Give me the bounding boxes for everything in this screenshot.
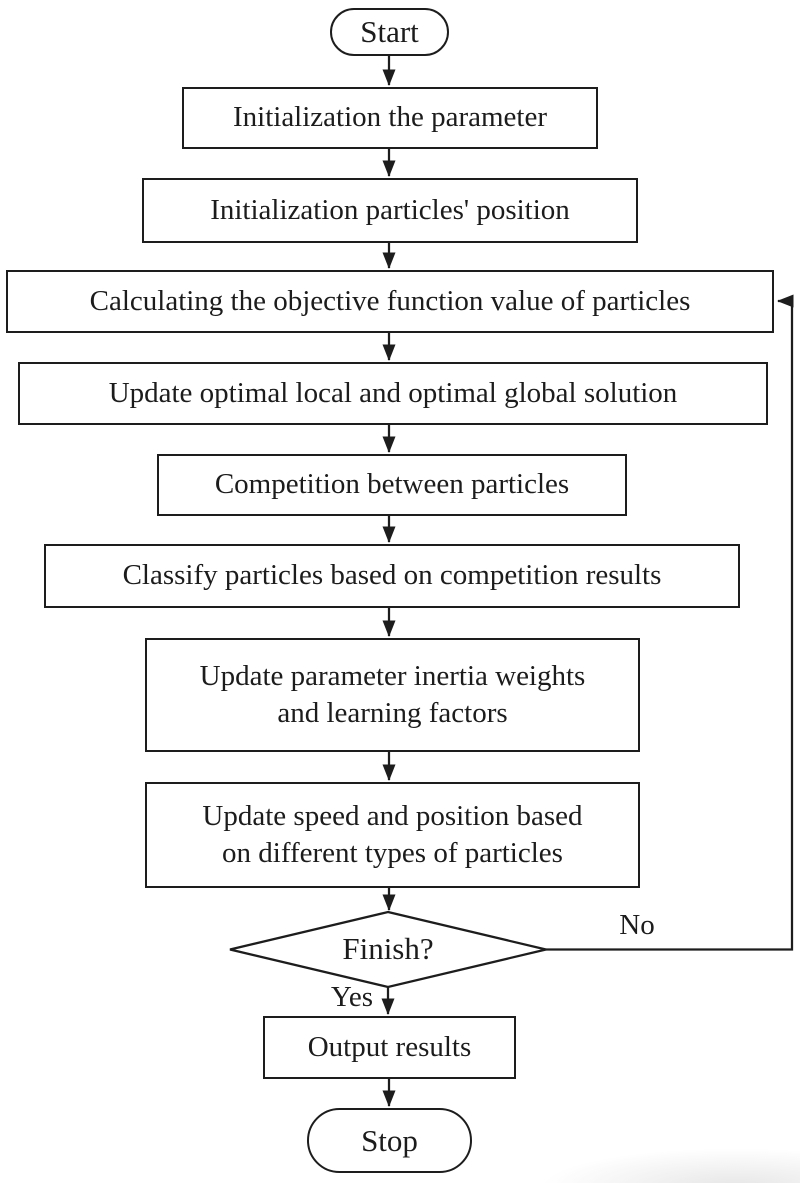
- edge-label-no: No: [597, 908, 677, 942]
- flow-node-classify: Classify particles based on competition …: [44, 544, 740, 608]
- decision-diamond-shape: [229, 910, 547, 989]
- flow-node-update-weights: Update parameter inertia weights and lea…: [145, 638, 640, 752]
- flow-node-stop: Stop: [307, 1108, 472, 1173]
- flow-node-output: Output results: [263, 1016, 516, 1079]
- edge-label-no-text: No: [619, 908, 655, 941]
- edge-label-yes: Yes: [312, 980, 392, 1014]
- flow-node-calc-objective-label: Calculating the objective function value…: [89, 284, 691, 317]
- flow-node-update-speed-label: Update speed and position based on diffe…: [202, 799, 583, 869]
- flow-node-start: Start: [330, 8, 449, 56]
- flow-node-output-label: Output results: [307, 1030, 472, 1063]
- flow-node-init-parameter: Initialization the parameter: [182, 87, 598, 149]
- edge-label-yes-text: Yes: [330, 980, 374, 1013]
- flow-node-classify-label: Classify particles based on competition …: [122, 559, 662, 592]
- flow-node-competition-label: Competition between particles: [214, 468, 570, 501]
- flow-node-start-label: Start: [360, 14, 419, 50]
- flow-node-update-solution-label: Update optimal local and optimal global …: [108, 376, 678, 409]
- flow-node-stop-label: Stop: [361, 1122, 418, 1158]
- arrow-finish-no-feedback-to-calc-objective: [546, 294, 794, 951]
- flow-node-finish-label: Finish?: [342, 931, 434, 966]
- flow-node-update-weights-label: Update parameter inertia weights and lea…: [199, 659, 586, 729]
- flow-node-init-position: Initialization particles' position: [142, 178, 638, 243]
- flow-node-init-position-label: Initialization particles' position: [210, 193, 570, 226]
- flow-node-competition: Competition between particles: [157, 454, 627, 516]
- flow-node-calc-objective: Calculating the objective function value…: [6, 270, 774, 333]
- flow-node-update-speed: Update speed and position based on diffe…: [145, 782, 640, 888]
- flow-node-init-parameter-label: Initialization the parameter: [232, 101, 547, 134]
- flow-node-finish-decision: Finish?: [288, 928, 488, 970]
- flow-node-update-solution: Update optimal local and optimal global …: [18, 362, 768, 425]
